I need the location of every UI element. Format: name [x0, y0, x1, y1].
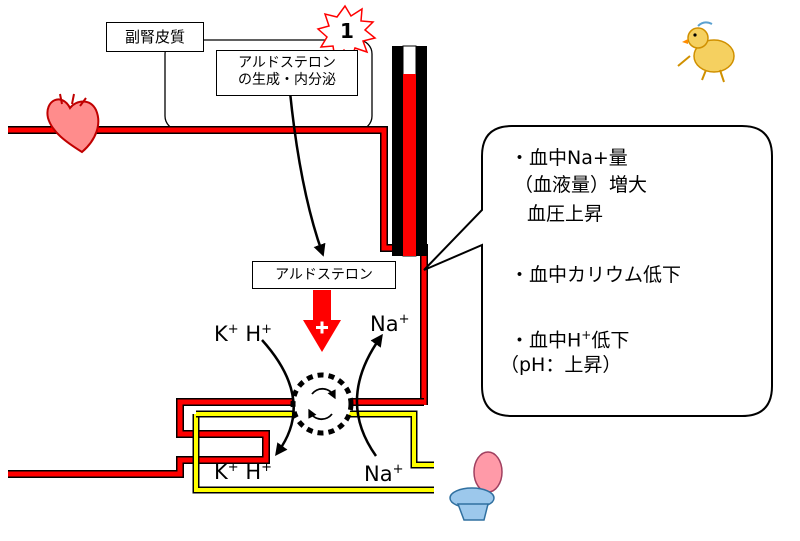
effect-blood-volume: （血液量）増大 [514, 174, 648, 196]
effect-ph: （pH：上昇） [500, 354, 622, 376]
pump-icon [290, 372, 354, 436]
effect-hydrogen-pre: ・血中H [510, 329, 582, 352]
effect-hydrogen: ・血中H+低下 [510, 322, 629, 354]
ion-h: H [245, 460, 262, 484]
aldosterone-text: アルドステロン [275, 267, 373, 283]
effect-potassium: ・血中カリウム低下 [510, 264, 682, 286]
adrenal-cortex-text: 副腎皮質 [124, 28, 185, 46]
blood-pressure-gauge [392, 45, 427, 257]
aldosterone-production-box: アルドステロン の生成・内分泌 [216, 50, 358, 96]
secretion-arrow [288, 91, 326, 257]
ion-k-charge: + [227, 322, 239, 337]
ion-label-na-upper: Na+ [370, 312, 409, 336]
ion-na: Na [370, 312, 399, 336]
ion-na-charge: + [392, 462, 404, 477]
effect-blood-pressure: 血圧上昇 [527, 203, 604, 225]
ion-na: Na [364, 462, 393, 486]
ion-h-charge: + [261, 460, 273, 475]
ion-na-charge: + [398, 312, 410, 327]
ion-k: K [214, 460, 228, 484]
ion-h-charge: + [261, 322, 273, 337]
ion-k: K [214, 322, 228, 346]
ion-label-k-h-upper: K+ H+ [214, 322, 272, 346]
ion-k-charge: + [227, 460, 239, 475]
step-number: 1 [340, 19, 354, 43]
effect-hydrogen-charge: + [581, 328, 592, 342]
adrenal-cortex-label: 副腎皮質 [106, 22, 204, 52]
aldosterone-production-line2: の生成・内分泌 [238, 72, 336, 88]
k-h-secretion-arrow [261, 339, 295, 457]
chick-icon [677, 21, 735, 83]
effect-hydrogen-post: 低下 [591, 329, 630, 352]
toilet-icon [449, 451, 503, 521]
ion-label-k-h-lower: K+ H+ [214, 460, 272, 484]
stimulate-arrow-icon [303, 290, 341, 352]
aldosterone-production-line1: アルドステロン [238, 55, 336, 71]
effect-sodium: ・血中Na+量 [510, 147, 628, 169]
artery-upper [8, 126, 428, 405]
effects-bubble [423, 125, 773, 417]
ion-h: H [245, 322, 262, 346]
ion-label-na-lower: Na+ [364, 462, 403, 486]
heart-icon [46, 93, 100, 154]
aldosterone-box: アルドステロン [252, 261, 396, 289]
na-reabsorption-arrow [355, 333, 383, 457]
vein-lower [8, 398, 424, 478]
